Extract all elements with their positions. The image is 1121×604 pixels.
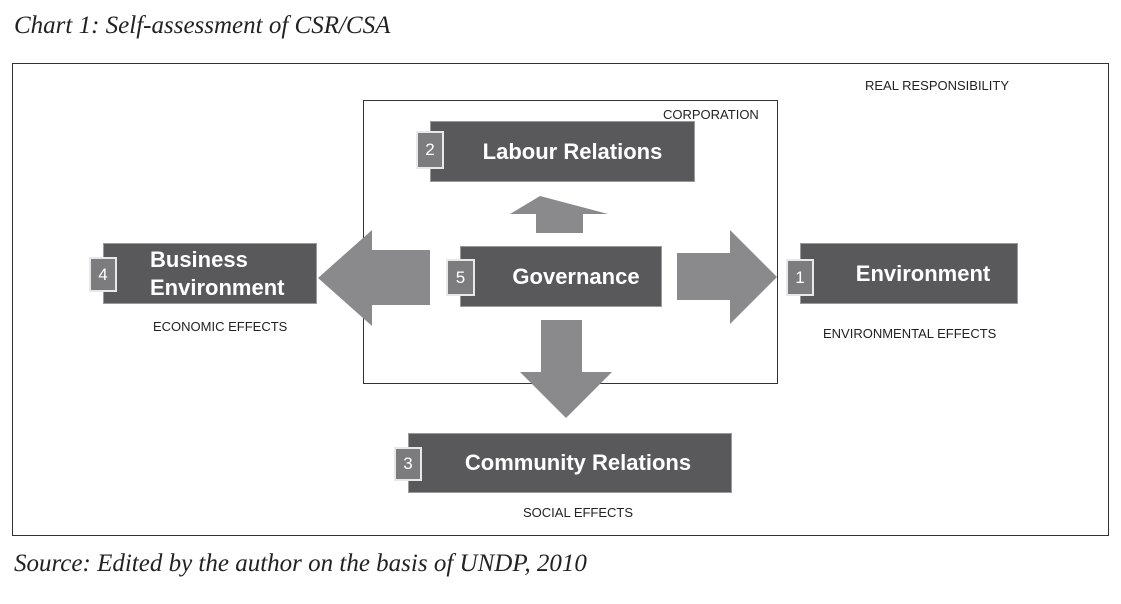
arrow-right [677, 230, 777, 324]
source-note: Source: Edited by the author on the basi… [14, 550, 587, 577]
environmental-effects-label: ENVIRONMENTAL EFFECTS [823, 326, 997, 341]
social-effects-label: SOCIAL EFFECTS [523, 505, 634, 520]
labour-relations-number: 2 [416, 131, 444, 169]
governance-number: 5 [446, 259, 475, 296]
business-environment-box: Business Environment [103, 243, 317, 304]
labour-relations-box: Labour Relations [430, 121, 695, 182]
business-environment-number: 4 [89, 257, 117, 292]
chart-title: Chart 1: Self-assessment of CSR/CSA [14, 12, 391, 39]
business-environment-line2: Environment [150, 274, 285, 300]
environment-box: Environment [800, 243, 1018, 304]
environment-number: 1 [786, 259, 814, 296]
governance-box: Governance [460, 246, 662, 307]
economic-effects-label: ECONOMIC EFFECTS [153, 319, 288, 334]
community-relations-number: 3 [394, 447, 422, 481]
arrow-down [520, 320, 612, 418]
real-responsibility-label: REAL RESPONSIBILITY [865, 78, 1010, 93]
business-environment-line1: Business [150, 246, 248, 272]
community-relations-box: Community Relations [408, 433, 732, 493]
corporation-label: CORPORATION [663, 107, 759, 122]
arrow-up [510, 196, 608, 233]
real-responsibility-frame [12, 63, 1109, 536]
arrow-left [318, 230, 430, 326]
